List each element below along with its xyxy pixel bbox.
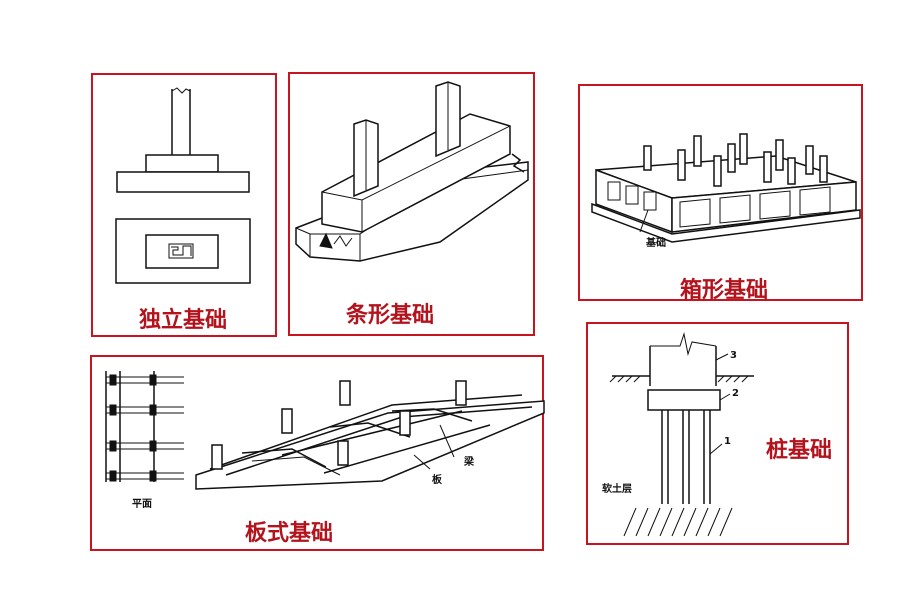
pile-label-2: 2 xyxy=(732,388,739,399)
raft-plan-label: 平面 xyxy=(132,499,152,510)
isolated-foundation-caption: 独立基础 xyxy=(139,307,228,333)
panel-strip-foundation: 条形基础 xyxy=(288,72,535,336)
raft-slab-label: 板 xyxy=(432,475,442,486)
panel-box-foundation: 基础 箱形基础 xyxy=(578,84,863,303)
pile-label-3: 3 xyxy=(730,350,737,361)
raft-beam-label: 梁 xyxy=(464,457,474,468)
pile-soft-soil-label: 软土层 xyxy=(602,484,632,495)
pile-foundation-drawing xyxy=(609,332,754,537)
raft-foundation-drawing xyxy=(105,371,545,490)
strip-foundation-drawing xyxy=(295,81,529,262)
panel-isolated-foundation: 独立基础 xyxy=(91,73,277,337)
strip-foundation-caption: 条形基础 xyxy=(346,302,435,328)
isolated-foundation-drawing xyxy=(115,87,251,284)
box-foundation-label: 基础 xyxy=(646,238,666,249)
raft-foundation-caption: 板式基础 xyxy=(245,520,334,546)
box-foundation-caption: 箱形基础 xyxy=(680,277,769,303)
pile-foundation-caption: 桩基础 xyxy=(766,437,833,463)
panel-pile-foundation: 3 2 1 软土层 桩基础 xyxy=(586,322,849,545)
panel-raft-foundation: 平面 梁 板 板式基础 xyxy=(90,355,545,551)
box-foundation-drawing xyxy=(591,133,861,243)
pile-label-1: 1 xyxy=(724,436,731,447)
